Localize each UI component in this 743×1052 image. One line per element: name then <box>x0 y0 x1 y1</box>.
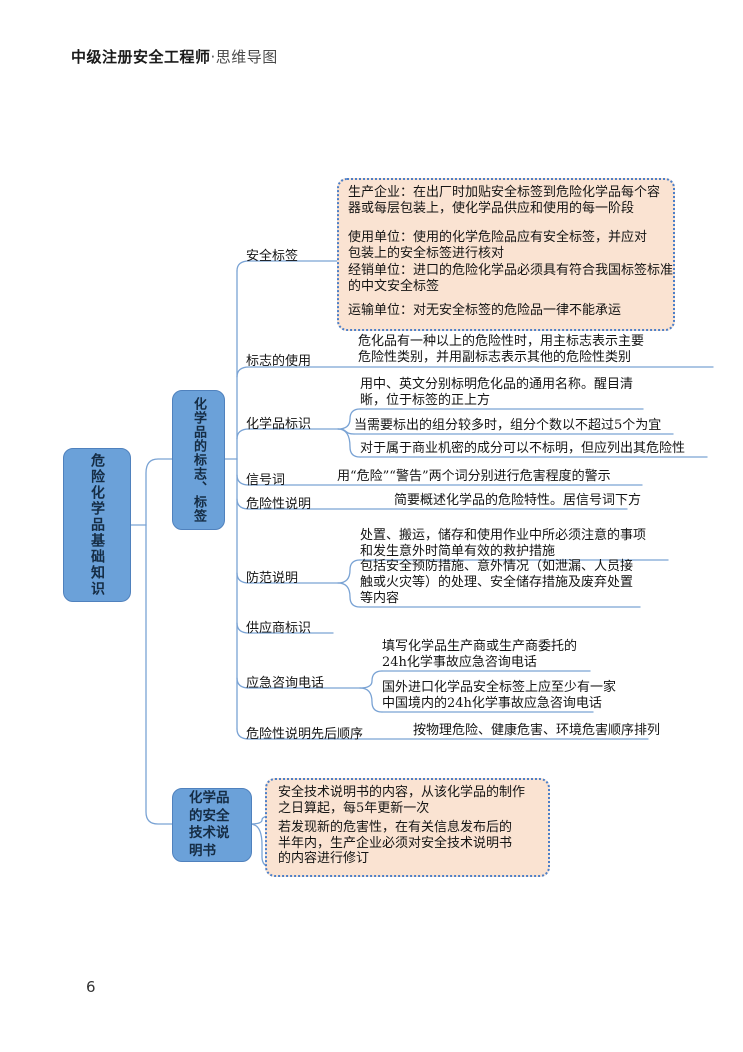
topic-label-supplier-identification: 供应商标识 <box>246 621 312 636</box>
topic-content: 简要概述化学品的危险特性。居信号词下方 <box>394 493 642 508</box>
topic-content: 危化品有一种以上的危险性时，用主标志表示主要危险性类别，并用副标志表示其他的危险… <box>358 334 645 365</box>
topic-content: 包括安全预防措施、意外情况（如泄漏、人员接触或火灾等）的处理、安全储存措施及废弃… <box>360 559 634 606</box>
topic-label-precaution-statement: 防范说明 <box>246 571 299 586</box>
topic-content: 填写化学品生产商或生产商委托的24h化学事故应急咨询电话 <box>382 639 578 670</box>
container-item: 使用单位：使用的化学危险品应有安全标签，并应对包装上的安全标签进行核对 <box>348 230 648 261</box>
topic-content: 当需要标出的组分较多时，组分个数以不超过5个为宜 <box>354 418 662 433</box>
topic-label-hazard-statement: 危险性说明 <box>246 497 312 512</box>
branch-node-marks-labels: 化学品的标志、标签 <box>172 390 225 530</box>
container-item: 生产企业：在出厂时加贴安全标签到危险化学品每个容器或每层包装上，使化学品供应和使… <box>348 185 661 216</box>
topic-content: 对于属于商业机密的成分可以不标明，但应列出其危险性 <box>360 441 686 456</box>
topic-content: 国外进口化学品安全标签上应至少有一家中国境内的24h化学事故应急咨询电话 <box>382 680 617 711</box>
branch-node-marks-labels-text: 化学品的标志、标签 <box>191 397 206 523</box>
root-node-label: 危险化学品基础知识 <box>89 453 105 597</box>
topic-label-hazard-statement-order: 危险性说明先后顺序 <box>246 727 364 742</box>
topic-label-chemical-identification: 化学品标识 <box>246 417 312 432</box>
container-item: 安全技术说明书的内容，从该化学品的制作之日算起，每5年更新一次 <box>278 785 526 816</box>
container-item: 运输单位：对无安全标签的危险品一律不能承运 <box>348 303 622 318</box>
root-node: 危险化学品基础知识 <box>63 448 131 602</box>
header-title: 中级注册安全工程师 <box>71 48 211 66</box>
topic-label-signal-word: 信号词 <box>246 473 286 488</box>
page-number: 6 <box>86 978 96 996</box>
orange-container-safety-label <box>337 178 675 331</box>
topic-label-mark-usage: 标志的使用 <box>246 354 312 369</box>
container-item: 经销单位：进口的危险化学品必须具有符合我国标签标准的中文安全标签 <box>348 263 674 294</box>
header-subtitle: ·思维导图 <box>210 48 278 66</box>
topic-content: 按物理危险、健康危害、环境危害顺序排列 <box>413 723 661 738</box>
branch-node-sds: 化学品的安全技术说明书 <box>172 788 252 862</box>
container-item: 若发现新的危害性，在有关信息发布后的半年内，生产企业必须对安全技术说明书的内容进… <box>278 820 513 866</box>
topic-label-emergency-phone: 应急咨询电话 <box>246 676 325 691</box>
orange-container-sds <box>265 778 550 877</box>
branch-node-sds-text: 化学品的安全技术说明书 <box>189 790 230 859</box>
topic-label-safety-label: 安全标签 <box>246 249 299 264</box>
page-header: 中级注册安全工程师·思维导图 <box>71 46 278 67</box>
topic-content: 用“危险”“警告”两个词分别进行危害程度的警示 <box>337 469 611 484</box>
topic-content: 用中、英文分别标明危化品的通用名称。醒目清晰，位于标签的正上方 <box>360 377 634 408</box>
topic-content: 处置、搬运，储存和使用作业中所必须注意的事项和发生意外时简单有效的救护措施 <box>360 528 647 559</box>
